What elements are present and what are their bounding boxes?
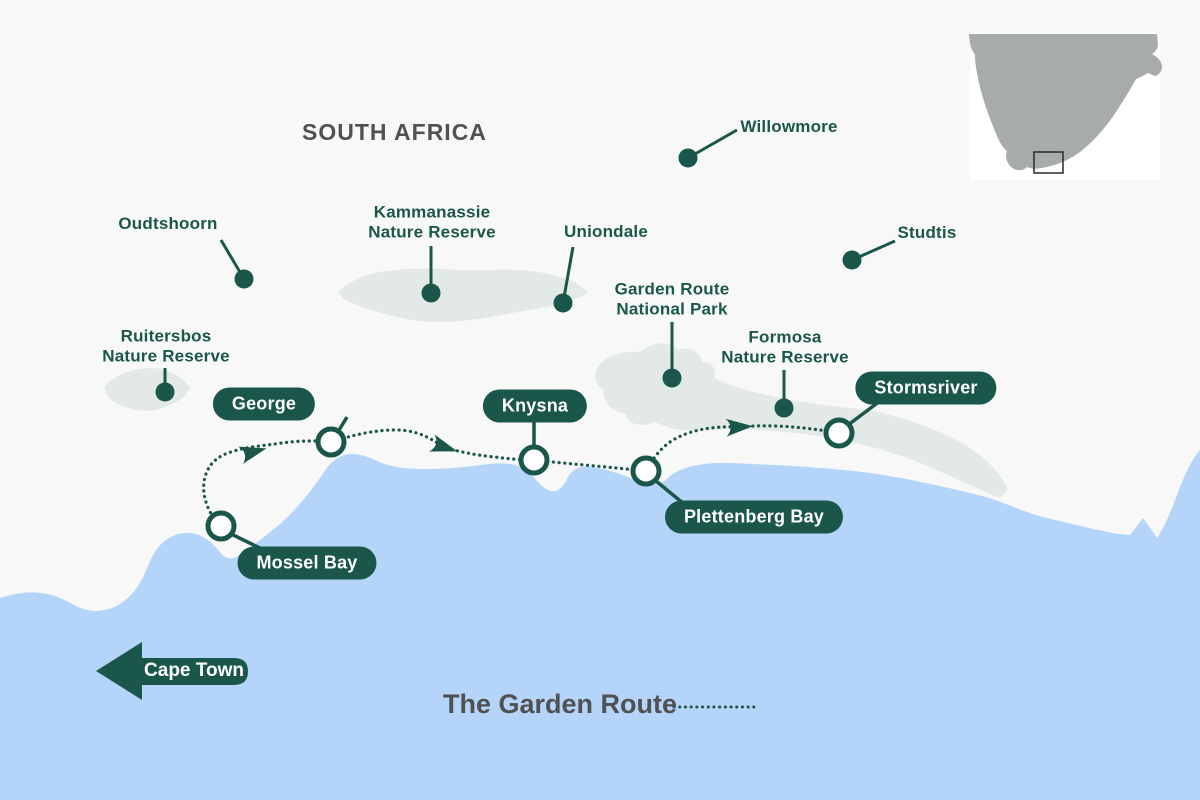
stop-marker-stormsriver <box>823 417 855 449</box>
route-dotted-line <box>202 424 841 528</box>
poi-label-line: Nature Reserve <box>721 348 849 367</box>
poi-label-ruitersbos: Ruitersbos Nature Reserve <box>102 327 230 368</box>
poi-dot-ruitersbos <box>155 382 175 402</box>
cape-town-arrow-shape <box>96 642 248 700</box>
poi-label-formosa: Formosa Nature Reserve <box>721 328 849 369</box>
poi-label-line: Ruitersbos <box>120 326 212 346</box>
stop-pill-stormsriver: Stormsriver <box>855 371 997 405</box>
poi-label-line: Nature Reserve <box>102 347 230 366</box>
route-arrow-icon <box>725 418 753 437</box>
poi-dot-willowmore <box>678 148 698 168</box>
stop-pill-mossel-bay: Mossel Bay <box>237 546 377 580</box>
poi-dot-studtis <box>842 250 862 270</box>
poi-dot-formosa <box>774 398 794 418</box>
poi-dot-garden-route-np <box>662 368 682 388</box>
country-heading: SOUTH AFRICA <box>302 119 487 145</box>
park-ruitersbos-shape <box>104 368 190 411</box>
stop-marker-knysna <box>518 444 550 476</box>
stop-pill-knysna: Knysna <box>482 389 588 423</box>
stop-marker-mossel-bay <box>205 510 237 542</box>
poi-label-kammanassie: Kammanassie Nature Reserve <box>368 203 496 244</box>
stop-pill-george: George <box>212 387 316 421</box>
route-arrow-icon <box>238 446 267 465</box>
south-africa-silhouette <box>969 34 1162 171</box>
poi-label-line: Kammanassie <box>373 202 491 222</box>
poi-dot-oudtshoorn <box>234 269 254 289</box>
poi-dot-kammanassie <box>421 283 441 303</box>
poi-dot-uniondale <box>553 293 573 313</box>
stop-marker-george <box>315 426 347 458</box>
poi-label-line: National Park <box>616 300 728 319</box>
map-title: The Garden Route <box>443 689 678 719</box>
route-arrow-icon <box>428 434 458 452</box>
park-kammanassie-shape <box>338 268 588 323</box>
ocean-shape <box>0 450 1200 800</box>
inset-region-indicator <box>1033 151 1064 174</box>
inset-map <box>969 33 1162 180</box>
poi-label-uniondale: Uniondale <box>564 221 648 241</box>
poi-label-studtis: Studtis <box>897 222 957 242</box>
stop-marker-plettenberg-bay <box>630 455 662 487</box>
cape-town-label: Cape Town <box>144 660 244 681</box>
poi-label-line: Formosa <box>748 327 822 347</box>
poi-label-garden-route-np: Garden Route National Park <box>615 280 730 321</box>
poi-label-line: Garden Route <box>614 279 730 299</box>
poi-label-line: Nature Reserve <box>368 223 496 242</box>
poi-label-willowmore: Willowmore <box>740 116 838 136</box>
park-garden-route-shape <box>595 343 1008 498</box>
stop-pill-plettenberg-bay: Plettenberg Bay <box>664 500 844 534</box>
poi-label-oudtshoorn: Oudtshoorn <box>118 213 218 233</box>
